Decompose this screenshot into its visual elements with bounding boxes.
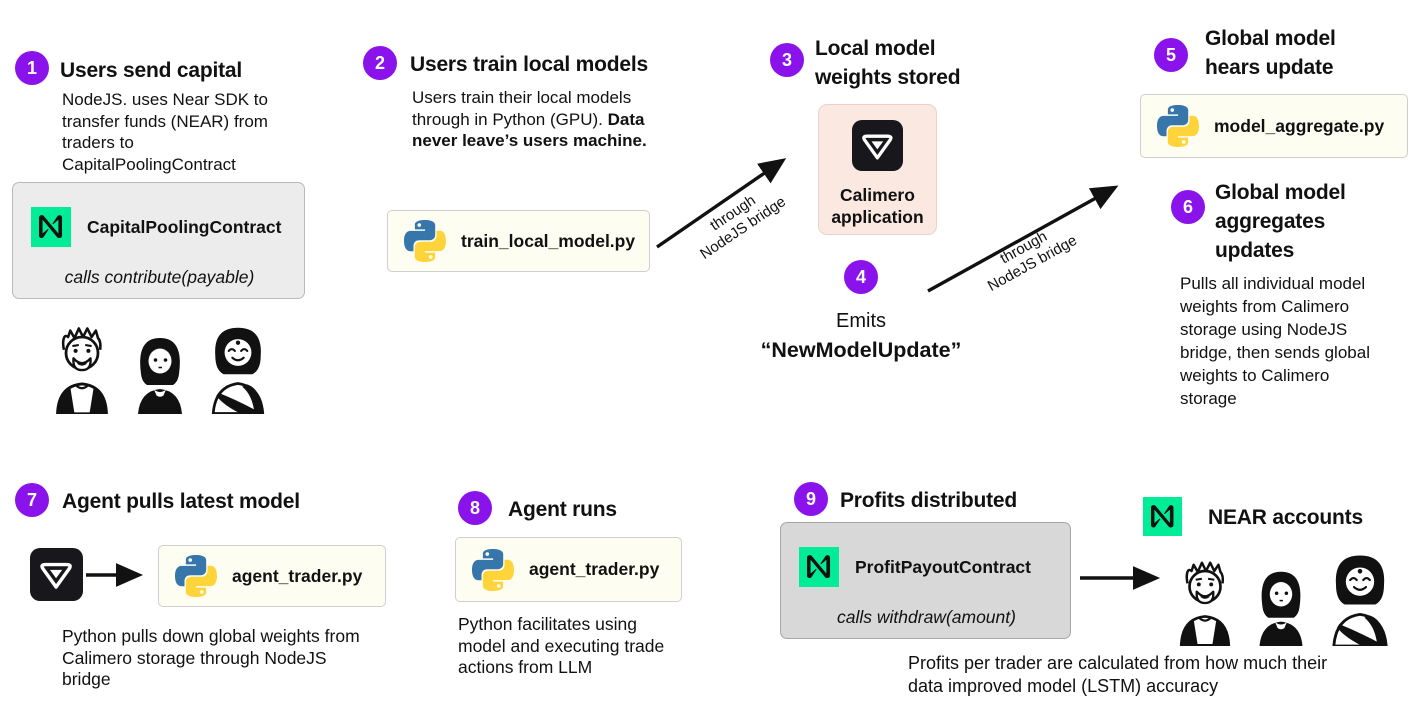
python-logo-icon: [1157, 105, 1199, 147]
model-aggregate-card: model_aggregate.py: [1140, 94, 1408, 158]
step-2-number: 2: [363, 46, 397, 80]
contract-method: calls contribute(payable): [64, 267, 255, 287]
bridge-label-2: through NodeJS bridge: [984, 227, 1080, 295]
avatar-woman-bob-icon: [138, 338, 182, 414]
step-7-title: Agent pulls latest model: [62, 490, 300, 513]
avatar-woman-sari-icon: [211, 327, 265, 414]
near-logo-icon: [1143, 497, 1182, 536]
step-5-number: 5: [1154, 38, 1188, 72]
step-5-title: Global model hears update: [1205, 27, 1336, 79]
near-accounts-avatars: [1174, 550, 1394, 646]
contract-method: calls withdraw(amount): [837, 607, 1016, 627]
python-logo-icon: [472, 548, 514, 591]
step-7-desc: Python pulls down global weights from Ca…: [62, 626, 360, 689]
calimero-application-card: Calimero application: [818, 104, 937, 235]
step-9-title: Profits distributed: [840, 489, 1018, 512]
near-accounts-title: NEAR accounts: [1208, 506, 1363, 529]
contract-name: CapitalPoolingContract: [87, 216, 282, 237]
step-1-number: 1: [15, 51, 49, 85]
traders-avatars: [50, 322, 270, 414]
step-7-number: 7: [15, 483, 49, 517]
calimero-logo-icon: [852, 120, 903, 171]
python-file-name: agent_trader.py: [232, 565, 363, 586]
step-3-title: Local model weights stored: [815, 37, 961, 89]
avatar-woman-bob-icon: [1259, 571, 1303, 646]
step-1-desc: NodeJS. uses Near SDK to transfer funds …: [62, 90, 268, 174]
step-9-desc: Profits per trader are calculated from h…: [908, 653, 1328, 696]
python-file-name: agent_trader.py: [529, 559, 660, 579]
calimero-card-label: Calimero application: [831, 185, 924, 227]
near-logo-icon: [799, 547, 839, 587]
python-logo-icon: [404, 220, 446, 262]
step-8-title: Agent runs: [508, 498, 617, 521]
step-3-number: 3: [770, 43, 804, 77]
avatar-man-icon: [1179, 561, 1231, 646]
python-file-name: train_local_model.py: [461, 230, 636, 251]
step-2-title: Users train local models: [410, 53, 648, 76]
near-logo-icon: [31, 207, 71, 247]
step-9-number: 9: [794, 482, 828, 516]
step-1-title: Users send capital: [60, 59, 242, 82]
avatar-woman-sari-icon: [1332, 555, 1388, 646]
emit-event-text: Emits “NewModelUpdate”: [760, 310, 962, 362]
agent-trader-run-card: agent_trader.py: [455, 537, 682, 602]
contract-name: ProfitPayoutContract: [855, 556, 1031, 577]
agent-trader-pull-card: agent_trader.py: [158, 545, 386, 607]
calimero-logo-icon: [30, 548, 83, 601]
step-8-number: 8: [458, 491, 492, 525]
profit-payout-contract-card: ProfitPayoutContract calls withdraw(amou…: [780, 522, 1071, 639]
step-2-desc: Users train their local models through i…: [412, 88, 647, 150]
bridge-label-1: through NodeJS bridge: [696, 191, 789, 263]
capital-pooling-contract-card: CapitalPoolingContract calls contribute(…: [12, 182, 305, 299]
python-logo-icon: [175, 555, 217, 597]
step-4-number: 4: [844, 260, 878, 294]
step-6-number: 6: [1171, 190, 1205, 224]
step-6-title: Global model aggregates updates: [1215, 181, 1346, 262]
step-6-desc: Pulls all individual model weights from …: [1180, 274, 1370, 408]
avatar-man-icon: [56, 327, 108, 414]
train-local-model-card: train_local_model.py: [387, 210, 650, 272]
python-file-name: model_aggregate.py: [1214, 115, 1385, 136]
step-8-desc: Python facilitates using model and execu…: [458, 614, 665, 677]
